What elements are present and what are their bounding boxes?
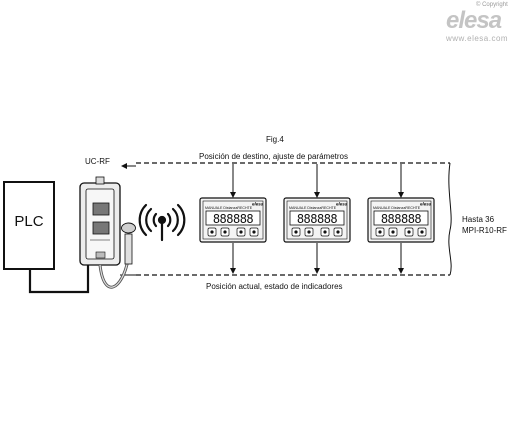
wireless-signal-icon: [138, 203, 186, 242]
count-line-2: MPI-R10-RF: [462, 226, 507, 235]
indicator-brand: elesa: [252, 202, 264, 207]
brand-logo: elesa: [446, 7, 502, 34]
downlink-arrows: [121, 163, 404, 198]
indicator-key-icon: [323, 230, 327, 234]
plc-label: PLC: [14, 213, 44, 230]
antenna-icon: [98, 222, 136, 289]
uc-rf-label: UC-RF: [85, 157, 110, 166]
indicator-digits: 888888: [297, 212, 338, 226]
indicator-key-icon: [336, 230, 340, 234]
uplink-label: Posición actual, estado de indicadores: [206, 282, 343, 291]
indicator-key-icon: [252, 230, 256, 234]
indicator-digits: 888888: [213, 212, 254, 226]
brand-url: www.elesa.com: [446, 34, 509, 43]
indicator-header: MANUALE DistanzaRECHTE: [373, 206, 421, 210]
indicator-key-icon: [391, 230, 395, 234]
indicator-key-icon: [223, 230, 227, 234]
indicator-brand: elesa: [420, 202, 432, 207]
indicator-header: MANUALE DistanzaRECHTE: [205, 206, 253, 210]
plc-box: [3, 181, 55, 270]
indicator-header: MANUALE DistanzaRECHTE: [289, 206, 337, 210]
device-count-label: Hasta 36 MPI-R10-RF: [462, 214, 507, 236]
brand-copyright: © Copyright: [476, 2, 508, 8]
indicator-key-icon: [378, 230, 382, 234]
indicator-key-icon: [210, 230, 214, 234]
uplink-arrows: [230, 243, 404, 274]
frame-break-line: [448, 162, 452, 276]
indicator-brand: elesa: [336, 202, 348, 207]
figure-number: Fig.4: [266, 135, 284, 144]
indicator-digits: 888888: [381, 212, 422, 226]
downlink-label: Posición de destino, ajuste de parámetro…: [199, 152, 348, 161]
indicator-group: MANUALE DistanzaRECHTEelesa888888MANUALE…: [199, 197, 435, 243]
count-line-1: Hasta 36: [462, 215, 495, 224]
indicator-key-icon: [294, 230, 298, 234]
dashed-frame: [136, 162, 450, 276]
indicator-key-icon: [420, 230, 424, 234]
indicator-key-icon: [307, 230, 311, 234]
indicator-key-icon: [239, 230, 243, 234]
uc-rf-device: [79, 176, 121, 266]
indicator-key-icon: [407, 230, 411, 234]
